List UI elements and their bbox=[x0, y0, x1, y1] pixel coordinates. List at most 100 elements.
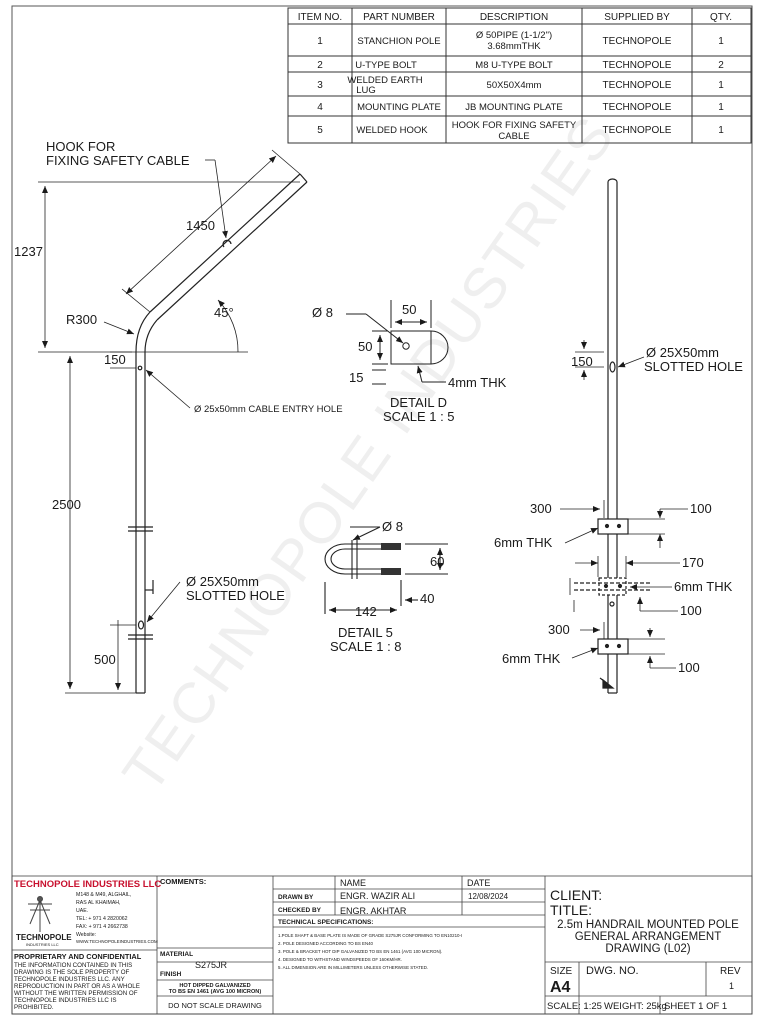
tech-spec-line: 2. POLE DESIGNED ACCORDING TO BS EN40 bbox=[278, 941, 374, 946]
bom-header-supplier: SUPPLIED BY bbox=[604, 12, 670, 23]
dim-1237: 1237 bbox=[14, 244, 43, 259]
rev-value: 1 bbox=[729, 981, 734, 991]
bom-row-part: MOUNTING PLATE bbox=[357, 102, 441, 113]
detail-d-dim-50-side: 50 bbox=[358, 339, 372, 354]
detail-5-dim-40: 40 bbox=[420, 591, 434, 606]
bom-header-part: PART NUMBER bbox=[363, 12, 435, 23]
logo-subtext: INDUSTRIES LLC bbox=[26, 942, 59, 947]
title-block-grid bbox=[11, 875, 753, 1015]
front-dim-150: 150 bbox=[571, 354, 593, 369]
front-slot-line2: SLOTTED HOLE bbox=[644, 359, 743, 374]
drawn-by-date: 12/08/2024 bbox=[468, 892, 509, 901]
front-dim-170: 170 bbox=[682, 555, 704, 570]
front-dim-300-bottom: 300 bbox=[548, 622, 570, 637]
size-value: A4 bbox=[550, 979, 571, 996]
bom-row-qty: 1 bbox=[718, 36, 724, 47]
bom-row-part: WELDED EARTH bbox=[347, 75, 422, 86]
detail-d-dim-50-top: 50 bbox=[402, 302, 416, 317]
size-label: SIZE bbox=[550, 966, 573, 977]
drawn-by-label: DRAWN BY bbox=[278, 894, 314, 901]
dim-2500: 2500 bbox=[52, 497, 81, 512]
proprietary-text: REPRODUCTION IN PART OR AS A WHOLE bbox=[14, 983, 140, 990]
address-line: UAE. bbox=[76, 908, 88, 914]
bom-row-item: 5 bbox=[317, 125, 323, 136]
detail-5-title: DETAIL 5 bbox=[338, 625, 393, 640]
detail-d-drawing bbox=[346, 300, 449, 385]
address-line: TEL: + 971 4 2820062 bbox=[76, 916, 128, 922]
proprietary-text: TECHNOPOLE INDUSTRIES LLC IS bbox=[14, 997, 116, 1004]
weight-text: WEIGHT: 25kg bbox=[604, 1001, 667, 1012]
front-view-pole bbox=[574, 178, 651, 694]
bom-table bbox=[287, 7, 752, 144]
detail-d-scale: SCALE 1 : 5 bbox=[383, 409, 455, 424]
address-line: WWW.TECHNOPOLEINDUSTRIES.COM bbox=[76, 939, 158, 944]
tech-spec-line: 5. ALL DIMENSION ARE IN MILLIMETERS UNLE… bbox=[278, 965, 428, 970]
logo-pole-icon bbox=[28, 896, 52, 932]
rev-label: REV bbox=[720, 966, 741, 977]
comments-label: COMMENTS: bbox=[160, 877, 206, 886]
client-label: CLIENT: bbox=[550, 887, 602, 903]
bom-row-supplier: TECHNOPOLE bbox=[603, 36, 672, 47]
side-slot-line1: Ø 25X50mm bbox=[186, 574, 259, 589]
finish-value-2: TO BS EN 1461 (AVG 100 MICRON) bbox=[169, 989, 262, 995]
dim-r300: R300 bbox=[66, 312, 97, 327]
front-thk-mid: 6mm THK bbox=[674, 579, 733, 594]
tech-spec-line: 4. DESIGNED TO WITHSTAND WINDSPEEDS OF 1… bbox=[278, 957, 402, 962]
bom-row-item: 1 bbox=[317, 36, 323, 47]
detail-d-phi8: Ø 8 bbox=[312, 305, 333, 320]
company-name: TECHNOPOLE INDUSTRIES LLC bbox=[14, 879, 161, 890]
proprietary-text: WITHOUT THE WRITTEN PERMISSION OF bbox=[14, 990, 138, 997]
dim-150-side: 150 bbox=[104, 352, 126, 367]
drawing-title-line1: 2.5m HANDRAIL MOUNTED POLE bbox=[557, 919, 739, 931]
title-label: TITLE: bbox=[550, 902, 592, 918]
bom-row-desc: M8 U-TYPE BOLT bbox=[475, 60, 553, 71]
bom-row-part: U-TYPE BOLT bbox=[355, 60, 417, 71]
side-slot-line2: SLOTTED HOLE bbox=[186, 588, 285, 603]
tech-spec-title: TECHNICAL SPECIFICATIONS: bbox=[278, 919, 373, 926]
address-line: FAX: + 971 4 2662738 bbox=[76, 924, 128, 930]
front-dim-100-bottom: 100 bbox=[678, 660, 700, 675]
proprietary-title: PROPRIETARY AND CONFIDENTIAL bbox=[14, 952, 142, 961]
bom-row-qty: 1 bbox=[718, 102, 724, 113]
finish-value: HOT DIPPED GALVANIZED bbox=[179, 983, 250, 989]
detail-5-dim-60: 60 bbox=[430, 554, 444, 569]
do-not-scale: DO NOT SCALE DRAWING bbox=[168, 1001, 262, 1010]
dim-500: 500 bbox=[94, 652, 116, 667]
bom-row-item: 2 bbox=[317, 60, 323, 71]
material-label: MATERIAL bbox=[160, 951, 193, 958]
bom-row-desc: Ø 50PIPE (1-1/2") bbox=[476, 30, 552, 41]
bom-row-desc: HOOK FOR FIXING SAFETY bbox=[452, 120, 577, 131]
bom-header-qty: QTY. bbox=[710, 12, 732, 23]
front-dim-100-mid: 100 bbox=[680, 603, 702, 618]
address-line: M148 & M49, ALGHAIL, bbox=[76, 892, 131, 898]
bom-row-item: 3 bbox=[317, 80, 323, 91]
logo-text: TECHNOPOLE bbox=[16, 933, 72, 942]
bom-row-qty: 1 bbox=[718, 125, 724, 136]
material-value: S275JR bbox=[195, 960, 228, 970]
watermark: TECHNOPOLE INDUSTRIES bbox=[110, 104, 627, 804]
side-view-labels: HOOK FOR FIXING SAFETY CABLE 1450 1237 R… bbox=[14, 139, 343, 667]
side-view-dimensions bbox=[38, 149, 301, 694]
bom-row-desc-2: CABLE bbox=[498, 131, 529, 142]
dwg-no-label: DWG. NO. bbox=[586, 965, 639, 977]
front-dim-300-top: 300 bbox=[530, 501, 552, 516]
front-view-dimensions bbox=[560, 340, 688, 669]
proprietary-text: TECHNOPOLE INDUSTRIES LLC. ANY bbox=[14, 976, 125, 983]
bom-row-desc: JB MOUNTING PLATE bbox=[465, 102, 562, 113]
tech-spec-line: 3. POLE & BRACKET HOT DIP GALVANIZED TO … bbox=[278, 949, 442, 954]
bom-row-qty: 2 bbox=[718, 60, 724, 71]
bom-row-part: WELDED HOOK bbox=[356, 125, 428, 136]
drawn-by-name: ENGR. WAZIR ALI bbox=[340, 891, 415, 901]
bom-row-supplier: TECHNOPOLE bbox=[603, 125, 672, 136]
bom-row-supplier: TECHNOPOLE bbox=[603, 102, 672, 113]
drawing-title-line3: DRAWING (L02) bbox=[605, 943, 690, 955]
proprietary-text: DRAWING IS THE SOLE PROPERTY OF bbox=[14, 969, 130, 976]
bom-row-desc: 50X50X4mm bbox=[487, 80, 542, 91]
scale-text: SCALE: 1:25 bbox=[547, 1001, 602, 1012]
detail-5-dim-142: 142 bbox=[355, 604, 377, 619]
proprietary-text: THE INFORMATION CONTAINED IN THIS bbox=[14, 962, 132, 969]
finish-label: FINISH bbox=[160, 971, 182, 978]
name-header: NAME bbox=[340, 878, 366, 888]
hook-label-line2: FIXING SAFETY CABLE bbox=[46, 153, 190, 168]
front-slot-line1: Ø 25X50mm bbox=[646, 345, 719, 360]
